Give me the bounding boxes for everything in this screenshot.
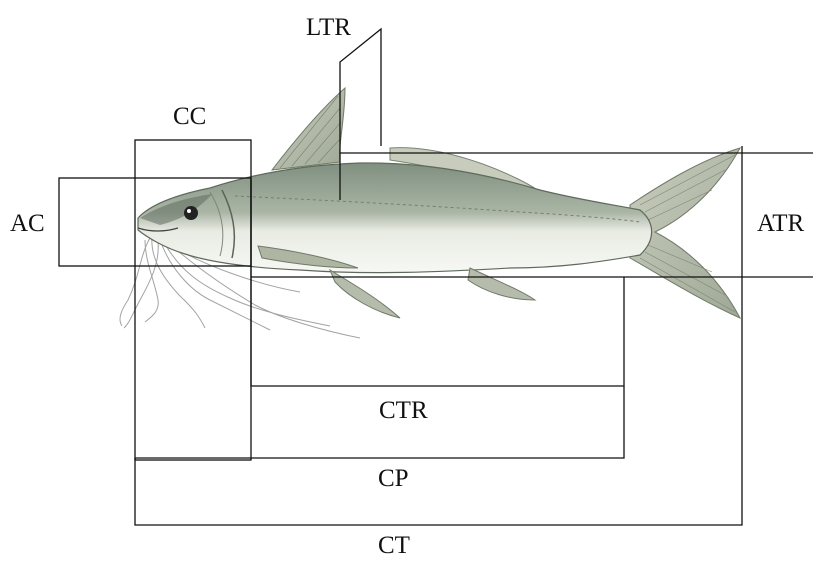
dorsal-fin — [272, 88, 345, 170]
ct-label: CT — [378, 533, 410, 558]
eye — [184, 206, 198, 220]
fish-body — [138, 163, 652, 273]
cc-label: CC — [173, 104, 206, 129]
ctr-label: CTR — [379, 398, 428, 423]
anal-fin — [468, 268, 535, 300]
fish-illustration — [120, 88, 740, 338]
cp-label: CP — [378, 466, 409, 491]
atr-label: ATR — [757, 211, 804, 236]
ltr-label: LTR — [306, 15, 351, 40]
ac-label: AC — [10, 211, 45, 236]
